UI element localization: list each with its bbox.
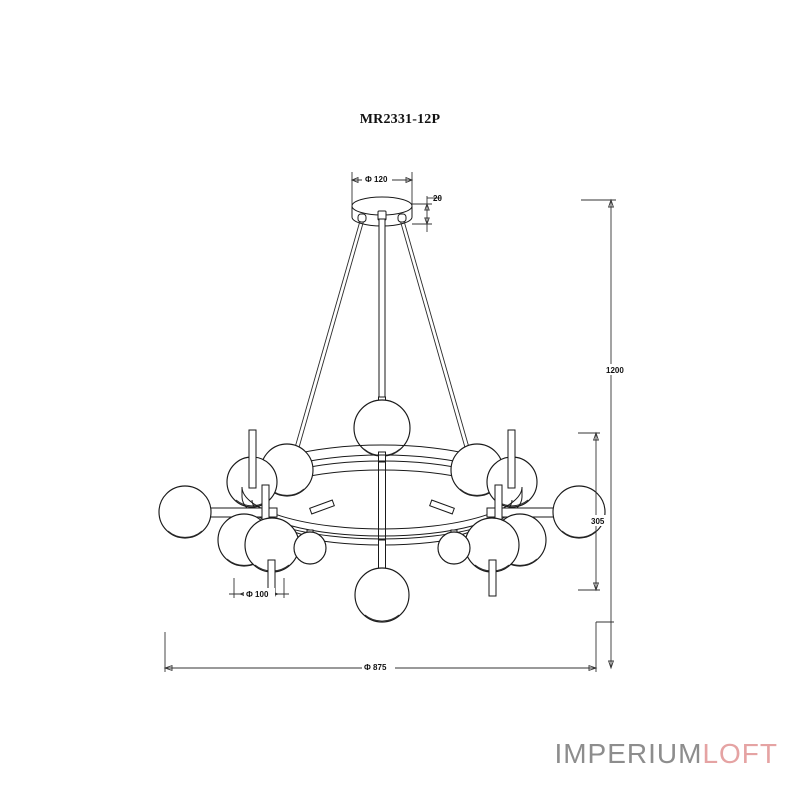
dimension-label-globe-diameter: Ф 100 (246, 590, 269, 599)
dimension-total-height: 1200 (581, 198, 626, 670)
globe-lower-center-left (293, 531, 327, 565)
brand-watermark: IMPERIUMLOFT (554, 738, 778, 770)
central-lower-rod (378, 461, 386, 543)
globe-left-outer (158, 485, 212, 539)
dimension-label-overall-width: Ф 875 (364, 663, 387, 672)
globe-right-outer (552, 485, 606, 539)
watermark-secondary: LOFT (702, 738, 778, 769)
dimension-canopy-diameter: Ф 120 (350, 172, 414, 205)
dimension-label-total-height: 1200 (606, 366, 624, 375)
central-suspension-rod (378, 218, 386, 403)
watermark-primary: IMPERIUM (554, 738, 703, 769)
globe-lower-center-right (437, 531, 471, 565)
ceiling-canopy (351, 196, 413, 227)
dimension-label-canopy-height: 20 (433, 194, 442, 203)
dimension-label-fixture-height: 305 (591, 517, 605, 526)
globe-bottom-center (354, 539, 410, 623)
dimension-overall-width: Ф 875 (163, 621, 614, 672)
suspension-cables (289, 220, 475, 466)
dimension-label-canopy-diameter: Ф 120 (365, 175, 388, 184)
page-title: MR2331-12P (359, 112, 441, 127)
dimension-canopy-height: 20 (412, 194, 442, 232)
globe-top-center (353, 399, 411, 465)
dimension-globe-diameter: Ф 100 (229, 578, 289, 599)
globe-stems-upper (248, 429, 516, 489)
dimension-fixture-height: 305 (578, 431, 608, 592)
